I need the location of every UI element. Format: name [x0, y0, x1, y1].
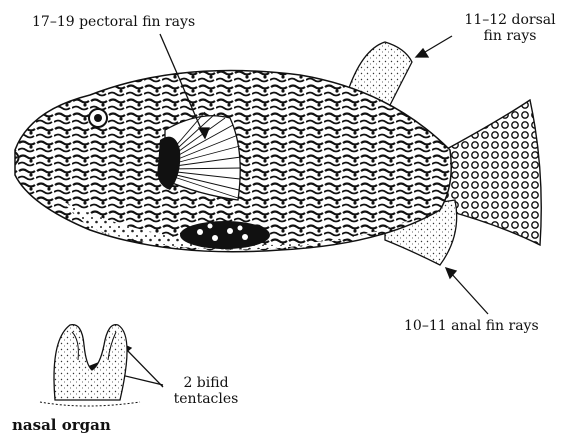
bifid-tentacles-label: 2 bifid tentacles	[166, 375, 246, 407]
dorsal-label-line2: fin rays	[455, 28, 565, 44]
dorsal-label-line1: 11–12 dorsal	[455, 12, 565, 28]
pectoral-fin-rays-label: 17–19 pectoral fin rays	[32, 14, 195, 30]
nasal-organ-drawing	[40, 325, 140, 406]
bifid-label-line1: 2 bifid	[166, 375, 246, 391]
bifid-leader-2	[125, 348, 163, 387]
bifid-label-line2: tentacles	[166, 391, 246, 407]
nasal-organ-caption: nasal organ	[12, 417, 111, 433]
anal-fin-rays-label: 10–11 anal fin rays	[404, 318, 539, 334]
caudal-fin	[445, 100, 541, 245]
dorsal-fin-rays-label: 11–12 dorsal fin rays	[455, 12, 565, 44]
anal-leader	[450, 272, 488, 314]
belly-blotch	[180, 221, 270, 249]
